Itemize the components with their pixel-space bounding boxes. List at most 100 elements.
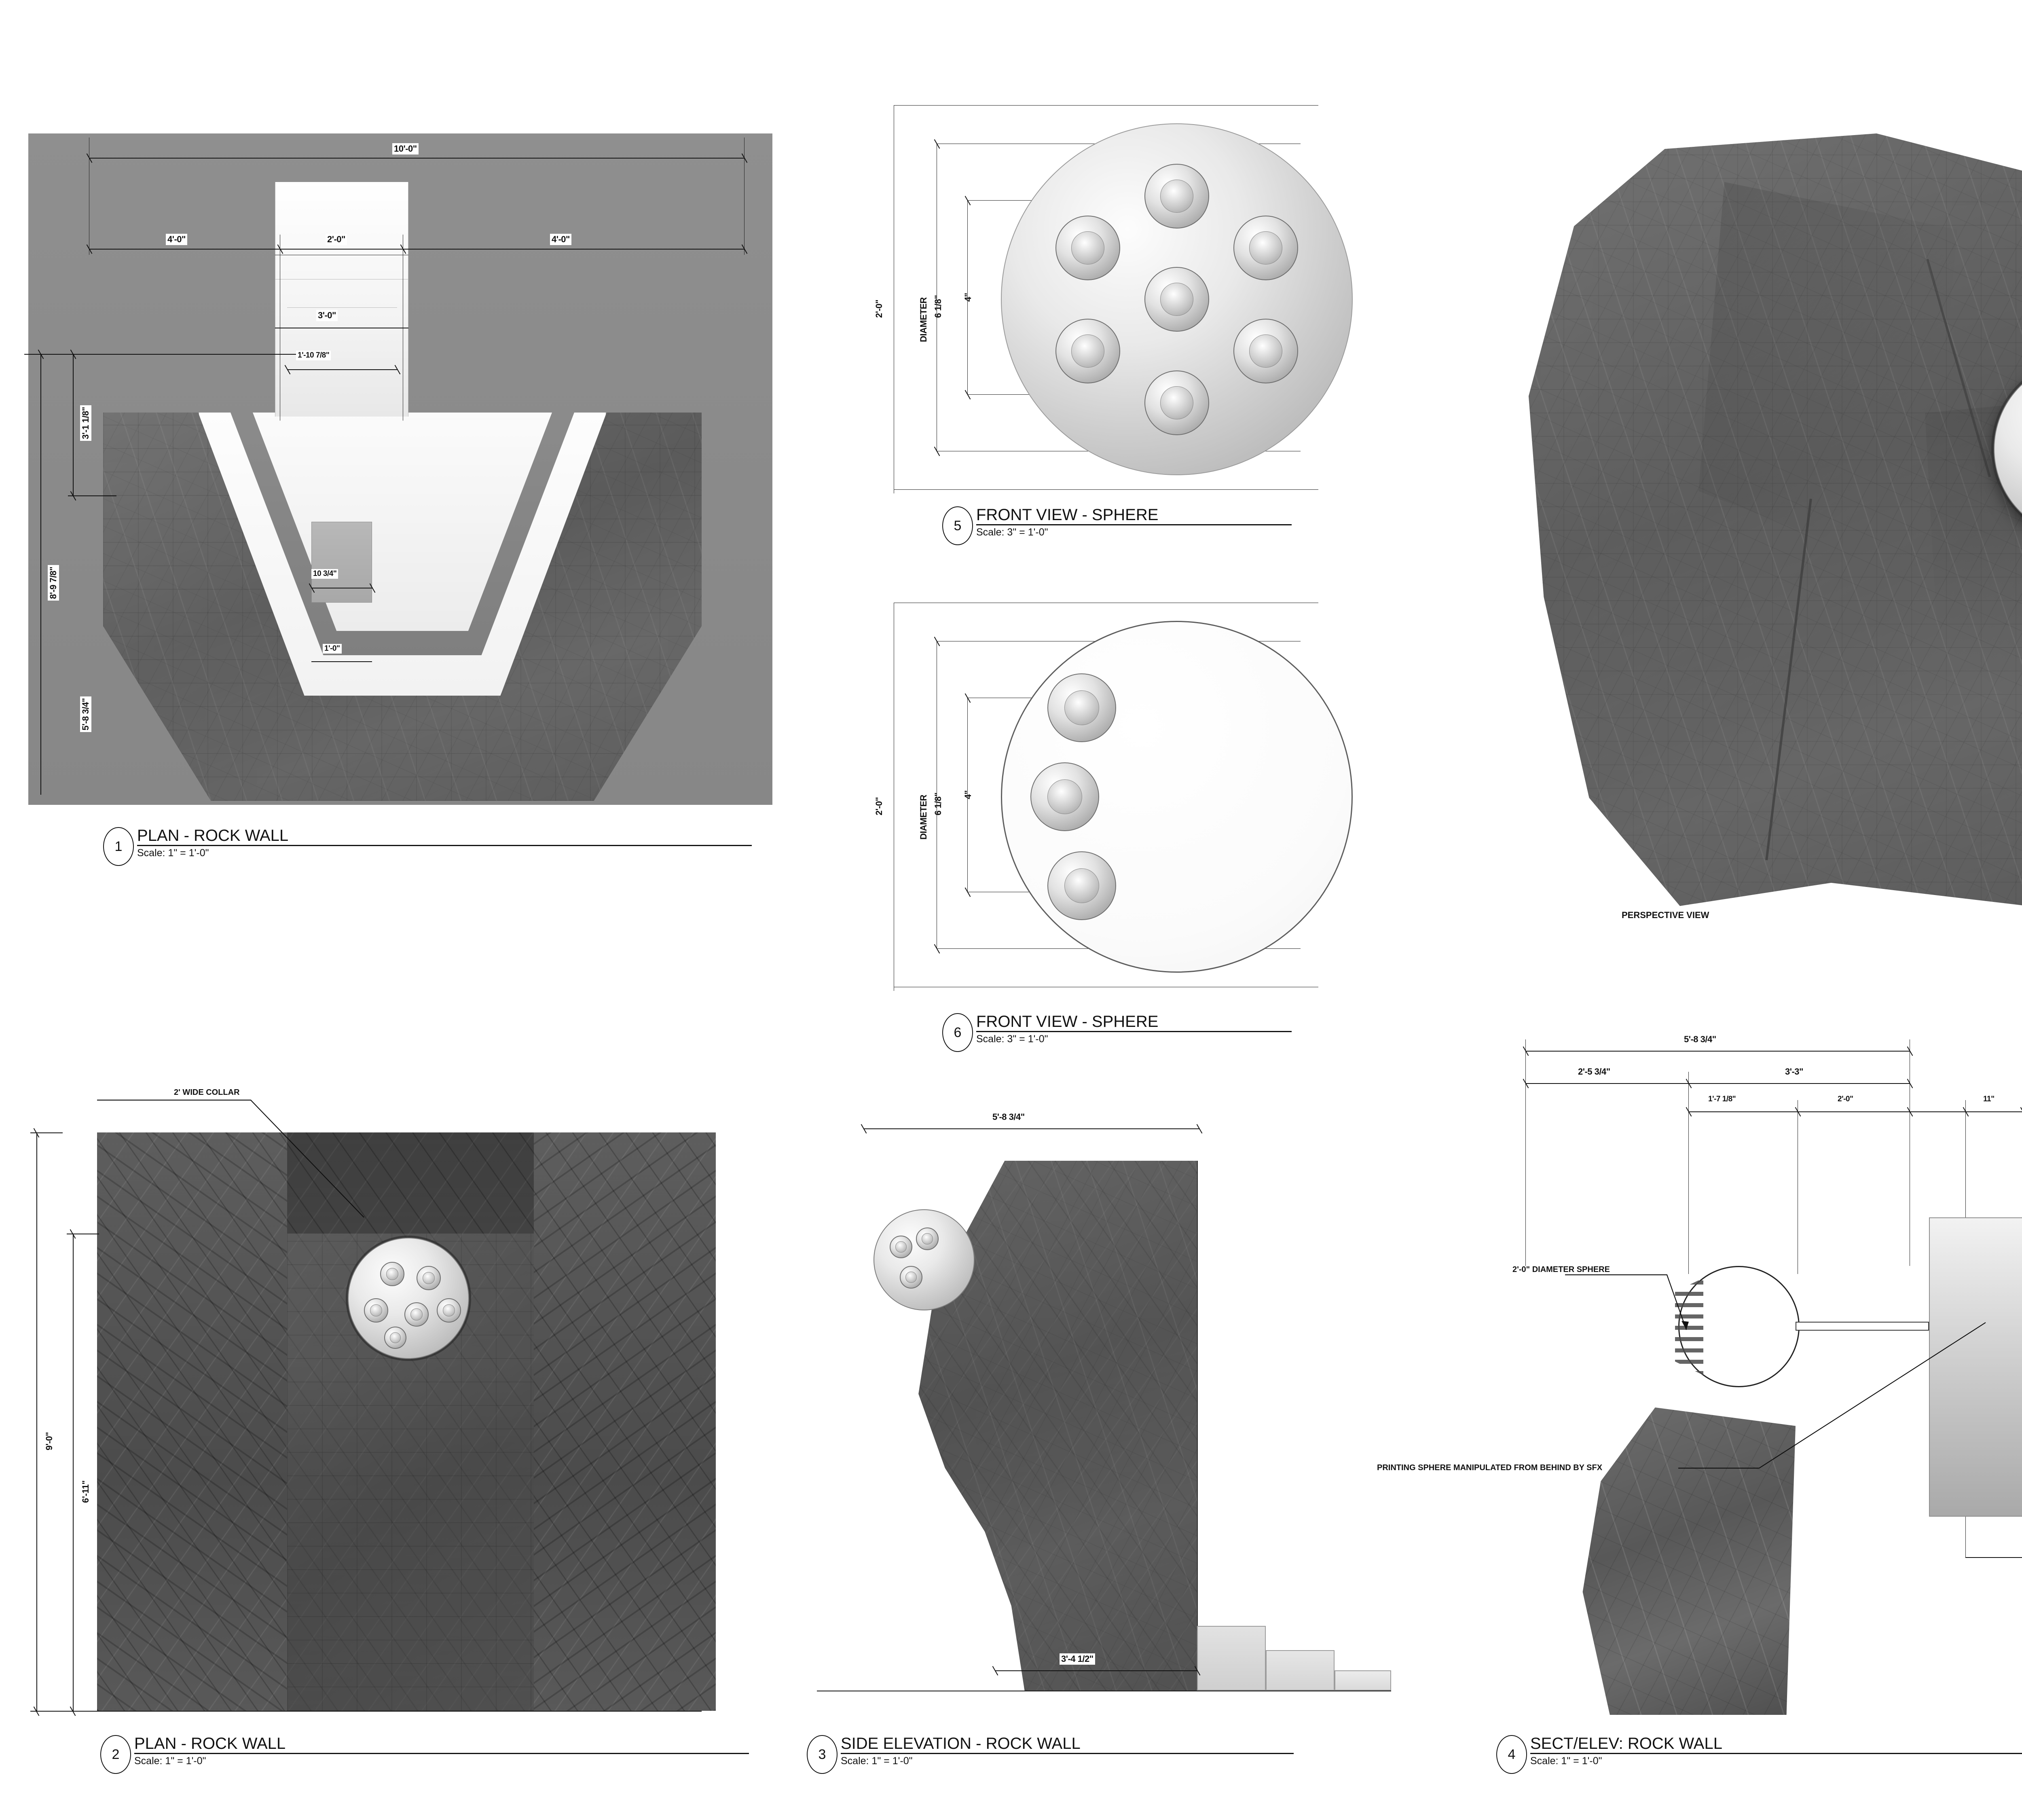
dim-subchain-line (89, 249, 744, 250)
note-diameter-sphere: 2'-0" DIAMETER SPHERE (1512, 1265, 1610, 1274)
dim-v5-diameter-label: DIAMETER (918, 296, 929, 344)
dim-overall-line (89, 158, 744, 159)
view-5-scale: Scale: 3" = 1'-0" (976, 527, 1048, 538)
view2-left-chevrons (97, 1132, 287, 1711)
perspective-view (1529, 133, 2022, 906)
sphere-lens-6-2 (1030, 762, 1099, 831)
view2-lens-5 (437, 1298, 461, 1323)
view-title-6: 6 FRONT VIEW - SPHERE Scale: 3" = 1'-0" (942, 1013, 1292, 1052)
view3-back-wall-edge (1196, 1161, 1198, 1691)
dim-v4-d: 2'-0" (1836, 1094, 1855, 1104)
note-sfx-manipulation: PRINTING SPHERE MANIPULATED FROM BEHIND … (1377, 1463, 1603, 1472)
view4-arm (1796, 1322, 1929, 1331)
dim-v4-total: 5'-8 3/4" (1682, 1034, 1718, 1045)
view-6-bubble: 6 (942, 1013, 973, 1052)
dim-v6-diameter-label: DIAMETER (918, 793, 929, 841)
view-2-scale: Scale: 1" = 1'-0" (134, 1755, 206, 1767)
view-5-name: FRONT VIEW - SPHERE (976, 506, 1159, 524)
sphere-lens-5-5 (1055, 319, 1120, 383)
dim-v1-left: 4'-0" (166, 234, 187, 245)
dim-v2-inner: 6'-11" (80, 1479, 91, 1505)
view-2-name: PLAN - ROCK WALL (134, 1735, 286, 1752)
dim-v5-inner: 4" (962, 291, 974, 303)
view-title-2: 2 PLAN - ROCK WALL Scale: 1" = 1'-0" (100, 1735, 749, 1774)
dim-v3-top: 5'-8 3/4" (991, 1111, 1026, 1123)
view-4-scale: Scale: 1" = 1'-0" (1530, 1755, 1602, 1767)
view-title-4: 4 SECT/ELEV: ROCK WALL Scale: 1" = 1'-0" (1496, 1735, 2022, 1774)
view4-leader-sfx (1678, 1322, 1986, 1469)
view-4-bubble: 4 (1496, 1735, 1527, 1774)
dim-v2-total: 9'-0" (44, 1431, 55, 1452)
view-3-scale: Scale: 1" = 1'-0" (841, 1755, 913, 1767)
view2-lens-6 (384, 1327, 406, 1349)
view-3-side-elevation: 5'-8 3/4" 3'-4 1/2" (817, 1111, 1391, 1711)
view-1-name: PLAN - ROCK WALL (137, 827, 289, 844)
view-title-1: 1 PLAN - ROCK WALL Scale: 1" = 1'-0" (103, 827, 752, 866)
view-3-name: SIDE ELEVATION - ROCK WALL (841, 1735, 1081, 1752)
sphere-hub-lens-5 (1144, 267, 1209, 332)
view3-lens-3 (900, 1266, 922, 1289)
perspective-view-label: PERSPECTIVE VIEW (1622, 910, 1709, 920)
dim-v1-throat-bot: 1'-0" (323, 644, 342, 654)
view2-center-band (287, 1132, 534, 1711)
view-6-name: FRONT VIEW - SPHERE (976, 1013, 1159, 1031)
dim-v4-c: 1'-7 1/8" (1707, 1094, 1738, 1104)
dim-v1-h-mid: 8'-9 7/8" (48, 565, 59, 601)
view4-leader-sphere (1565, 1274, 1689, 1330)
view2-lens-3 (364, 1298, 388, 1323)
view3-step-2 (1266, 1650, 1335, 1691)
view-title-5: 5 FRONT VIEW - SPHERE Scale: 3" = 1'-0" (942, 506, 1292, 545)
view-5-front-sphere: 2'-0" DIAMETER 6 1/8" 4" (861, 101, 1355, 506)
dim-v4-b: 3'-3" (1783, 1066, 1805, 1077)
sphere-lens-5-6 (1055, 216, 1120, 280)
dim-v1-throat-mid: 1'-10 7/8" (296, 351, 331, 360)
view3-lens-1 (890, 1236, 912, 1258)
throat-inner-rect (311, 522, 372, 603)
view2-lens-2 (417, 1266, 441, 1290)
view4-sphere-teeth (1675, 1278, 1703, 1375)
view4-wall-panel (1929, 1217, 2022, 1517)
dim-v5-outer: 6 1/8" (933, 293, 944, 320)
view-4-sect-elev: 5'-8 3/4" 2'-5 3/4" 3'-3" 1'-7 1/8" 2'-0… (1377, 1023, 2022, 1715)
dim-v1-h-bot: 5'-8 3/4" (80, 696, 91, 732)
sphere-lens-5-1 (1144, 164, 1209, 229)
view-2-plan-rock-wall: 9'-0" 6'-11" (30, 1099, 716, 1716)
sphere-lens-6-1 (1047, 673, 1116, 742)
view-1-scale: Scale: 1" = 1'-0" (137, 847, 209, 859)
view2-collar-leader (97, 1099, 364, 1218)
view-5-bubble: 5 (942, 506, 973, 545)
view-6-front-sphere: 2'-0" DIAMETER 6 1/8" 4" (861, 599, 1355, 1003)
view-title-3: 3 SIDE ELEVATION - ROCK WALL Scale: 1" =… (807, 1735, 1294, 1774)
dim-v4-a: 2'-5 3/4" (1576, 1066, 1612, 1077)
note-wide-collar: 2' WIDE COLLAR (174, 1088, 240, 1097)
dim-v6-inner: 4" (962, 789, 974, 801)
sphere-lens-5-3 (1233, 319, 1298, 383)
view3-step-3 (1335, 1670, 1391, 1691)
sphere-lens-5-2 (1233, 216, 1298, 280)
dim-v6-outer: 6 1/8" (933, 791, 944, 817)
dim-v1-overall: 10'-0" (392, 143, 419, 154)
view4-scale-figure (2018, 1213, 2022, 1691)
throat-upper (275, 182, 408, 417)
view4-rock-section (1582, 1407, 1796, 1715)
view-1-plan-rock-wall: 10'-0" 4'-0" 2'-0" 4'-0" 3'-1 1/8" 8'-9 … (24, 133, 772, 805)
view-6-scale: Scale: 3" = 1'-0" (976, 1033, 1048, 1045)
view-4-name: SECT/ELEV: ROCK WALL (1530, 1735, 1722, 1752)
view-2-bubble: 2 (100, 1735, 131, 1774)
view2-lens-1 (380, 1262, 404, 1286)
view2-right-chevrons (534, 1132, 716, 1711)
sphere-lens-6-3 (1047, 851, 1116, 920)
dim-v1-throat-in: 10 3/4" (311, 569, 338, 579)
view2-field (97, 1132, 716, 1711)
dim-v1-right: 4'-0" (550, 234, 571, 245)
dim-v1-throat-top: 3'-0" (316, 310, 338, 321)
view-3-bubble: 3 (807, 1735, 838, 1774)
view3-lens-2 (916, 1227, 939, 1250)
dim-v5-overall: 2'-0" (874, 298, 885, 320)
dim-v1-h-top: 3'-1 1/8" (80, 405, 91, 441)
view3-sphere (874, 1209, 975, 1310)
view-1-bubble: 1 (103, 827, 134, 866)
dim-v1-mid: 2'-0" (326, 234, 347, 245)
dim-v4-e1: 11" (1982, 1094, 1996, 1104)
